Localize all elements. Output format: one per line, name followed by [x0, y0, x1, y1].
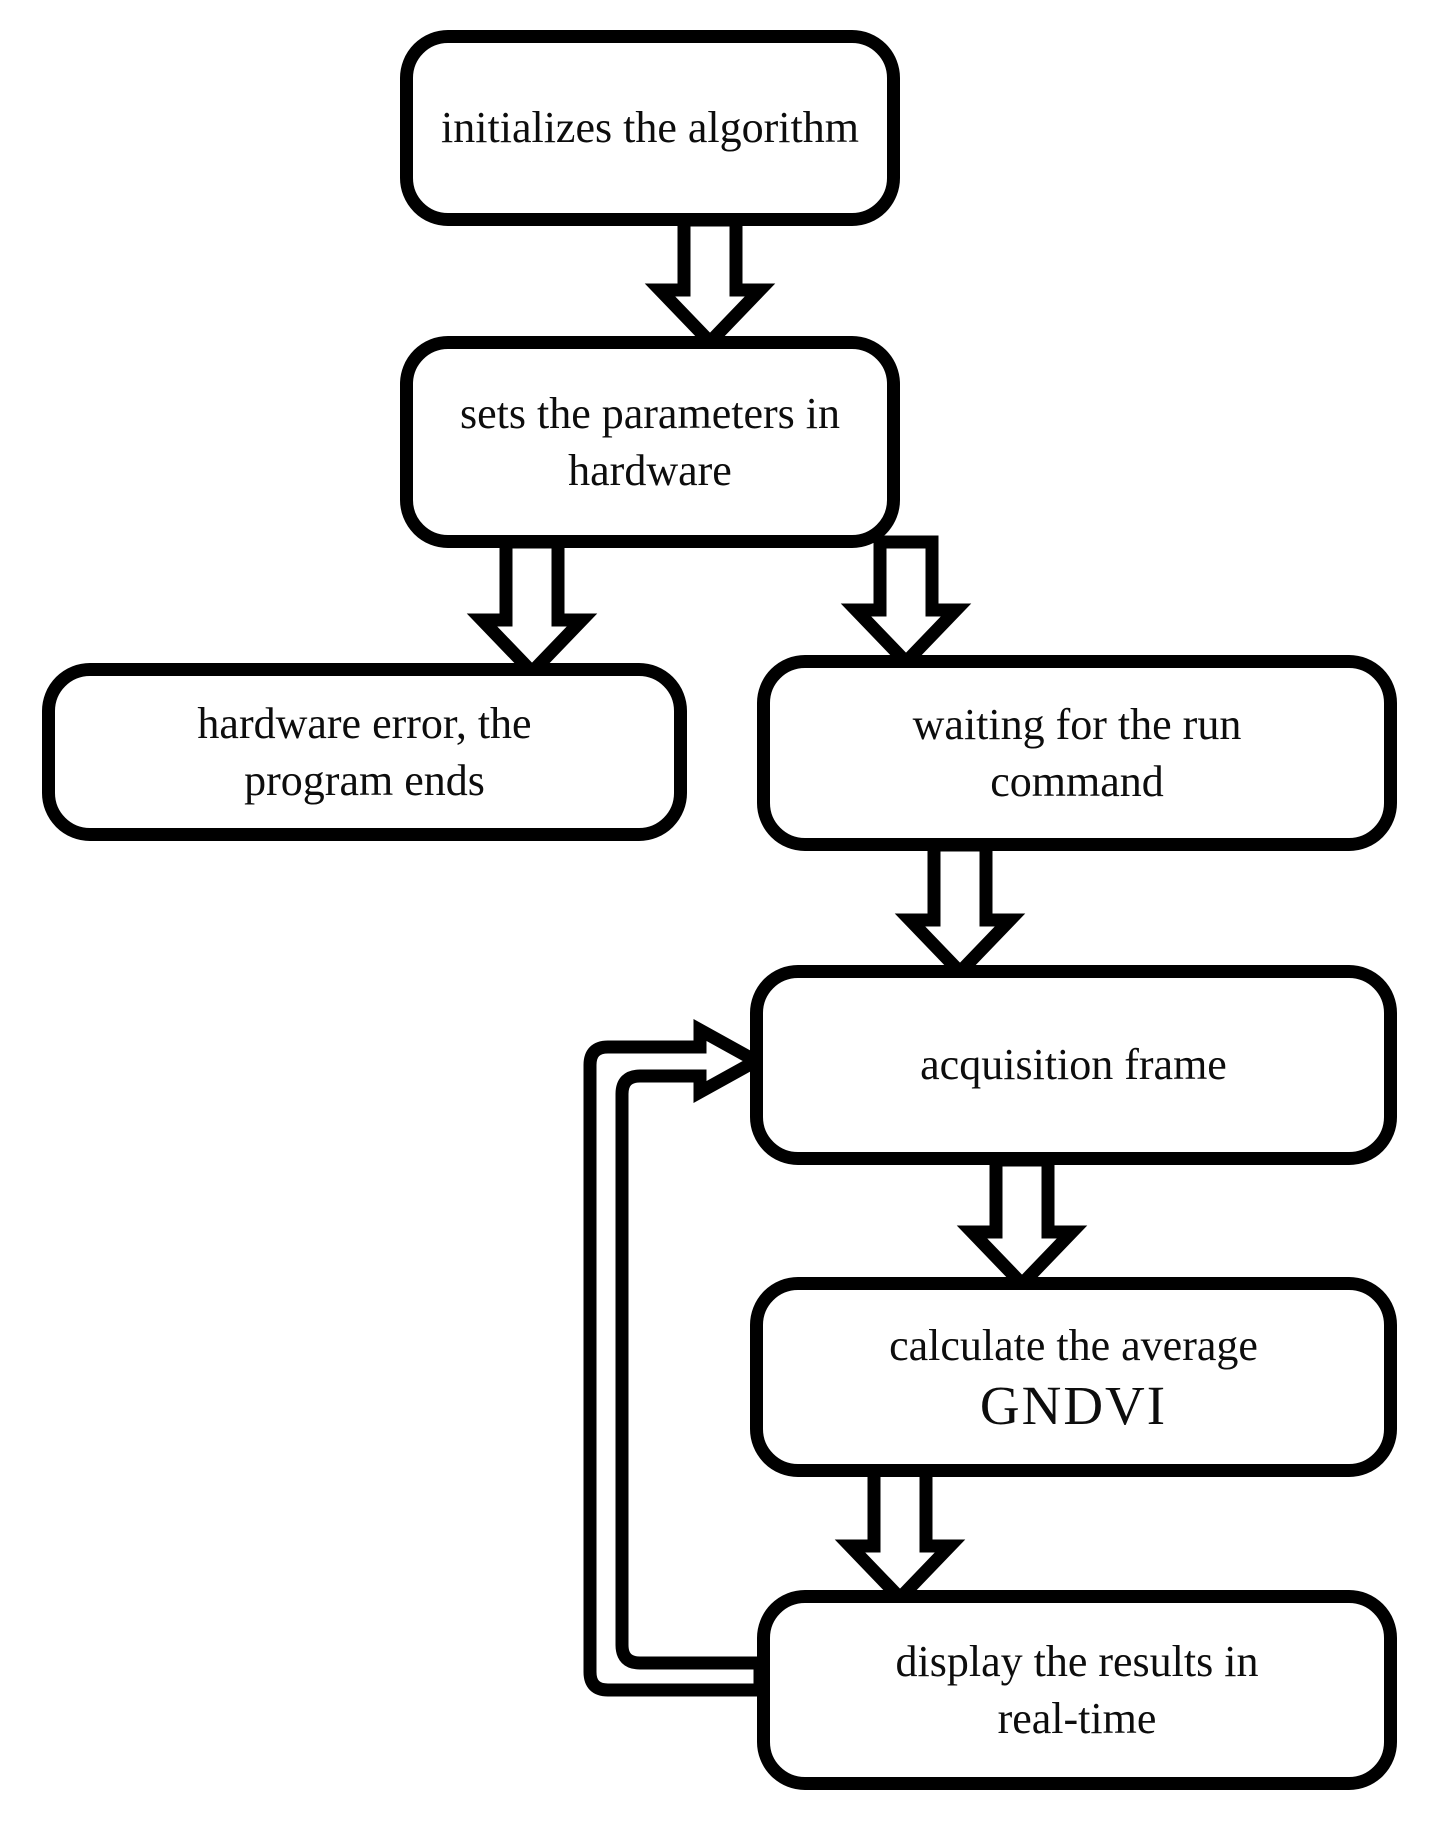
- node-label: initializes the algorithm: [441, 103, 859, 153]
- node-acquisition-frame: acquisition frame: [750, 965, 1397, 1165]
- arrow-waiting-run-to-acquisition: [894, 838, 1026, 982]
- node-label-line2: hardware: [568, 446, 732, 495]
- node-initializes-algorithm: initializes the algorithm: [400, 30, 900, 226]
- arrow-calculate-to-display: [834, 1461, 966, 1608]
- node-label-line1: calculate the average: [889, 1320, 1258, 1370]
- node-calculate-average-gndvi: calculate the average GNDVI: [750, 1277, 1397, 1477]
- node-label-line1: hardware error, the: [197, 698, 532, 748]
- node-label-line2: command: [990, 757, 1164, 806]
- node-waiting-run-command: waiting for the run command: [757, 655, 1397, 851]
- node-label-line1: sets the parameters in: [460, 388, 840, 438]
- node-label-line1: display the results in: [895, 1636, 1259, 1686]
- arrow-display-to-acquisition-loop: [583, 1018, 770, 1697]
- node-sets-parameters-hardware: sets the parameters in hardware: [400, 336, 900, 548]
- node-label-line2: real-time: [997, 1694, 1157, 1743]
- node-display-results-realtime: display the results in real-time: [757, 1590, 1397, 1790]
- arrow-set-params-to-waiting-run: [840, 535, 972, 672]
- node-label-line2: GNDVI: [979, 1374, 1168, 1436]
- node-label-line2: program ends: [244, 756, 485, 805]
- arrow-set-params-to-hardware-error: [466, 535, 598, 682]
- node-label: acquisition frame: [920, 1040, 1227, 1090]
- node-hardware-error-program-ends: hardware error, the program ends: [42, 663, 687, 841]
- arrow-acquisition-to-calculate: [956, 1153, 1088, 1294]
- arrow-initialize-to-set-params: [644, 213, 776, 352]
- node-label-line1: waiting for the run: [912, 699, 1242, 749]
